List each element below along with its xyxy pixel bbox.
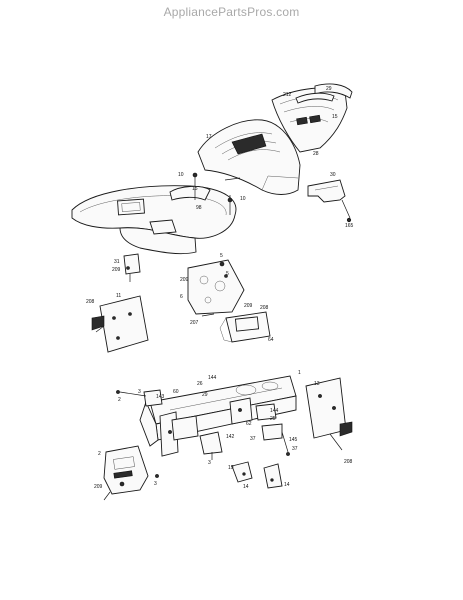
hood — [197, 119, 301, 195]
front-panel — [103, 445, 159, 501]
callout-6: 6 — [180, 294, 183, 300]
callout-28: 28 — [313, 151, 319, 157]
callout-37: 37 — [250, 436, 256, 442]
callout-62: 62 — [246, 421, 252, 427]
callout-144b: 144 — [270, 408, 279, 414]
support-rods — [192, 172, 241, 215]
frame-brackets — [116, 389, 290, 460]
small-brackets — [231, 461, 283, 489]
callout-208c: 208 — [344, 459, 353, 465]
callout-29: 29 — [326, 86, 332, 92]
callout-labels: 29 212 15 28 17 10 15 10 98 30 165 31 20… — [86, 86, 354, 490]
callout-15: 15 — [332, 114, 338, 120]
callout-143: 143 — [156, 394, 165, 400]
callout-14b: 14 — [284, 482, 290, 488]
callout-19: 19 — [228, 465, 234, 471]
callout-1: 1 — [298, 370, 301, 376]
callout-142: 142 — [226, 434, 235, 440]
callout-209c: 209 — [244, 303, 253, 309]
callout-5b: 5 — [226, 271, 229, 277]
callout-30: 30 — [330, 172, 336, 178]
dash-panel — [271, 83, 353, 153]
callout-209: 209 — [112, 267, 121, 273]
callout-208b: 208 — [260, 305, 269, 311]
bracket-31 — [123, 253, 141, 282]
mounting-plate — [187, 259, 245, 315]
callout-3b: 3 — [208, 460, 211, 466]
side-panel-left — [91, 295, 149, 353]
callout-26: 26 — [197, 381, 203, 387]
callout-209d: 209 — [94, 484, 103, 490]
callout-11: 11 — [116, 293, 121, 299]
callout-31: 31 — [114, 259, 120, 265]
callout-98: 98 — [196, 205, 202, 211]
callout-17: 17 — [206, 134, 212, 140]
callout-60: 60 — [173, 389, 179, 395]
callout-5: 5 — [220, 253, 223, 259]
callout-3: 3 — [138, 389, 141, 395]
callout-13: 13 — [314, 381, 320, 387]
watermark: AppliancePartsPros.com — [163, 5, 300, 19]
callout-10b: 10 — [240, 196, 246, 202]
fender-body — [71, 185, 237, 255]
callout-144: 144 — [208, 375, 217, 381]
callout-2b: 2 — [98, 451, 101, 457]
callout-2: 2 — [118, 397, 121, 403]
callout-10: 10 — [178, 172, 184, 178]
callout-3c: 3 — [154, 481, 157, 487]
callout-64: 64 — [268, 337, 274, 343]
callout-207: 207 — [190, 320, 199, 326]
callout-209b: 209 — [180, 277, 189, 283]
callout-29b: 29 — [202, 392, 208, 398]
callout-37b: 37 — [292, 446, 298, 452]
callout-14: 14 — [243, 484, 249, 490]
callout-145: 145 — [289, 437, 298, 443]
callout-212: 212 — [283, 92, 292, 98]
side-panel-right — [305, 377, 353, 451]
callout-165: 165 — [345, 223, 354, 229]
callout-25: 25 — [270, 416, 276, 422]
hood-bracket — [307, 179, 352, 223]
callout-15b: 15 — [192, 186, 198, 192]
lens-part — [295, 92, 335, 104]
motor-bracket — [201, 311, 271, 343]
callout-208: 208 — [86, 299, 95, 305]
